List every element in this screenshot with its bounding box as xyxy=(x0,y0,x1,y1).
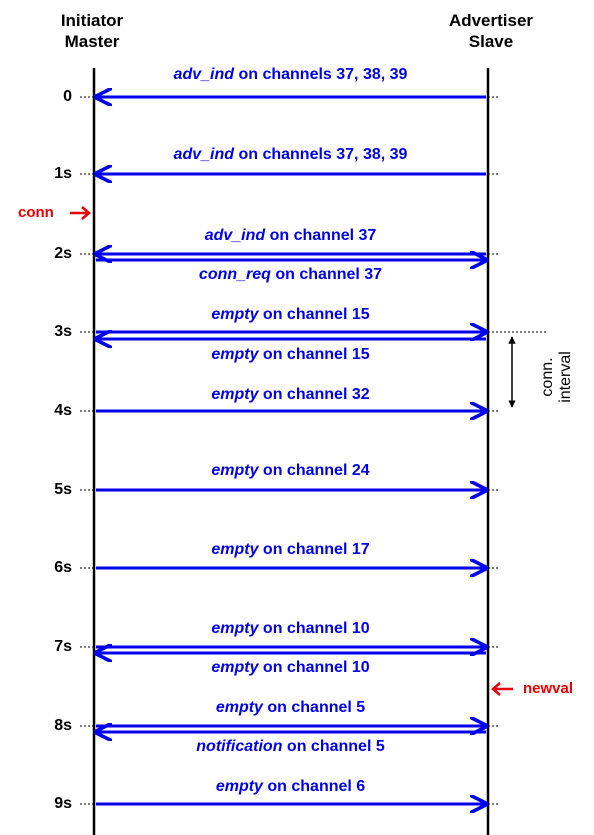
advertiser-header: Advertiser Slave xyxy=(421,10,561,52)
message-name: empty xyxy=(211,541,259,558)
initiator-header: Initiator Master xyxy=(22,10,162,52)
message-label-m5: empty on channel 24 xyxy=(94,462,487,480)
message-label-m8b: notification on channel 5 xyxy=(94,738,487,756)
conn-marker-arrow xyxy=(70,206,91,220)
initiator-title: Initiator xyxy=(60,11,124,30)
initiator-role: Master xyxy=(64,32,120,51)
tick-label: 5s xyxy=(54,481,72,498)
message-channel: on channel 37 xyxy=(265,227,377,244)
message-name: notification xyxy=(196,738,283,755)
message-label-m6: empty on channel 17 xyxy=(94,541,487,559)
message-name: empty xyxy=(215,699,263,716)
interval-label-line2: interval xyxy=(557,351,574,403)
message-name: empty xyxy=(211,620,259,637)
message-channel: on channels 37, 38, 39 xyxy=(234,66,408,83)
message-label-m3b: empty on channel 15 xyxy=(94,346,487,364)
message-name: empty xyxy=(211,462,259,479)
message-channel: on channel 5 xyxy=(262,699,366,716)
message-label-m4: empty on channel 32 xyxy=(94,386,487,404)
message-channel: on channel 17 xyxy=(258,541,370,558)
tick-label: 6s xyxy=(54,559,72,576)
advertiser-title: Advertiser xyxy=(448,11,534,30)
message-label-m7a: empty on channel 10 xyxy=(94,620,487,638)
message-label-m9: empty on channel 6 xyxy=(94,778,487,796)
message-channel: on channel 5 xyxy=(282,738,385,755)
message-label-m2a: adv_ind on channel 37 xyxy=(94,227,487,245)
tick-label: 3s xyxy=(54,323,72,340)
message-channel: on channel 6 xyxy=(262,778,366,795)
tick-lines xyxy=(80,96,500,805)
message-name: empty xyxy=(215,778,263,795)
tick-label: 1s xyxy=(54,165,72,182)
message-label-m8a: empty on channel 5 xyxy=(94,699,487,717)
advertiser-role: Slave xyxy=(468,32,514,51)
message-name: adv_ind xyxy=(173,146,235,163)
interval-label-line1: conn. xyxy=(539,357,556,397)
connection-interval-label: conn. interval xyxy=(537,342,577,412)
tick-label: 2s xyxy=(54,245,72,262)
conn-marker-label: conn xyxy=(18,204,54,221)
message-name: empty xyxy=(211,346,259,363)
tick-label: 9s xyxy=(54,795,72,812)
message-name: empty xyxy=(211,386,259,403)
message-channel: on channel 32 xyxy=(258,386,370,403)
message-channel: on channel 10 xyxy=(258,620,370,637)
message-channel: on channel 15 xyxy=(258,346,370,363)
message-name: conn_req xyxy=(198,266,271,283)
message-label-m2b: conn_req on channel 37 xyxy=(94,266,487,284)
message-label-m7b: empty on channel 10 xyxy=(94,659,487,677)
message-arrows xyxy=(96,97,486,804)
message-name: empty xyxy=(211,306,259,323)
message-name: adv_ind xyxy=(173,66,235,83)
message-label-m0: adv_ind on channels 37, 38, 39 xyxy=(94,66,487,84)
newval-marker-arrow xyxy=(491,682,513,696)
tick-label: 4s xyxy=(54,402,72,419)
newval-marker-label: newval xyxy=(523,680,574,697)
message-channel: on channel 10 xyxy=(258,659,370,676)
tick-label: 8s xyxy=(54,717,72,734)
message-channel: on channel 15 xyxy=(258,306,370,323)
tick-label: 0 xyxy=(63,88,72,105)
message-channel: on channels 37, 38, 39 xyxy=(234,146,408,163)
message-name: empty xyxy=(211,659,259,676)
message-name: adv_ind xyxy=(204,227,266,244)
message-channel: on channel 37 xyxy=(270,266,383,283)
tick-label: 7s xyxy=(54,638,72,655)
message-label-m1: adv_ind on channels 37, 38, 39 xyxy=(94,146,487,164)
message-label-m3a: empty on channel 15 xyxy=(94,306,487,324)
message-channel: on channel 24 xyxy=(258,462,370,479)
